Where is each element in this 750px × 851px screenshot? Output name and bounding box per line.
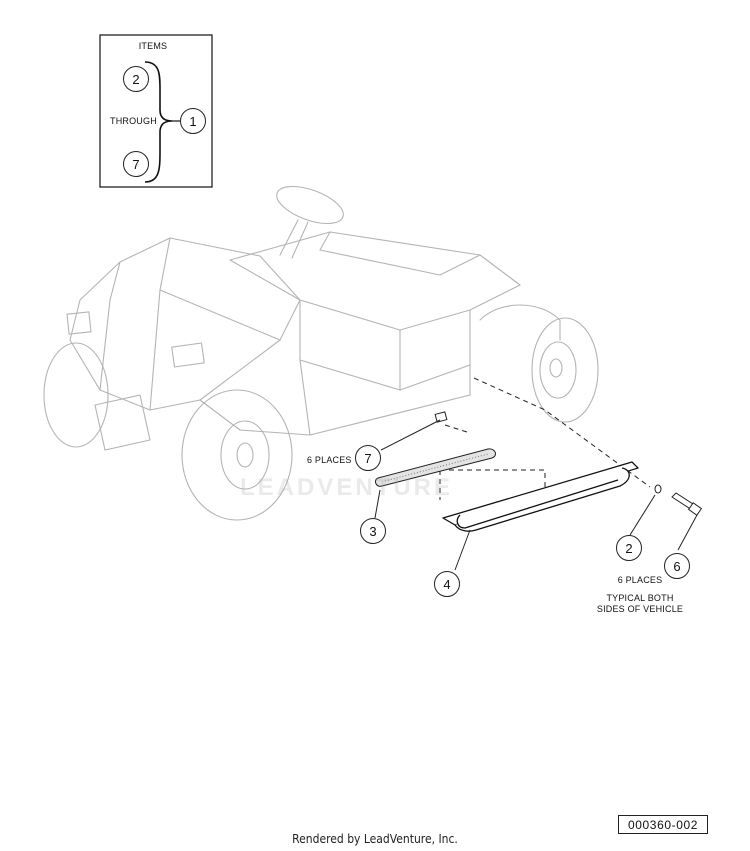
callout-number: 3 [369, 523, 377, 539]
callout-number: 6 [673, 558, 681, 574]
callout-number: 2 [132, 71, 140, 87]
legend-middle-label: THROUGH [110, 116, 157, 126]
callout-number: 7 [364, 450, 372, 466]
callout-number: 4 [443, 576, 451, 592]
callout-number: 2 [625, 540, 633, 556]
legend-item-2-callout: 2 [123, 66, 149, 92]
drawing-number: 000360-002 [618, 815, 708, 834]
callout-number: 1 [189, 113, 197, 129]
callout-item-6[interactable]: 6 [664, 553, 690, 579]
places-note-left: 6 PLACES [307, 455, 352, 465]
render-credit: Rendered by LeadVenture, Inc. [292, 832, 458, 846]
typical-note-line1: TYPICAL BOTH [606, 593, 674, 603]
legend-item-1-callout: 1 [180, 108, 206, 134]
callout-item-3[interactable]: 3 [360, 518, 386, 544]
typical-note-line2: SIDES OF VEHICLE [596, 604, 684, 614]
callout-item-2[interactable]: 2 [616, 535, 642, 561]
places-note-right: 6 PLACES [617, 575, 663, 585]
legend-heading: ITEMS [138, 41, 168, 51]
legend-item-7-callout: 7 [123, 151, 149, 177]
watermark-text: LEADVENTURE [240, 474, 454, 501]
callout-item-4[interactable]: 4 [434, 571, 460, 597]
callout-number: 7 [132, 156, 140, 172]
callout-item-7[interactable]: 7 [355, 445, 381, 471]
